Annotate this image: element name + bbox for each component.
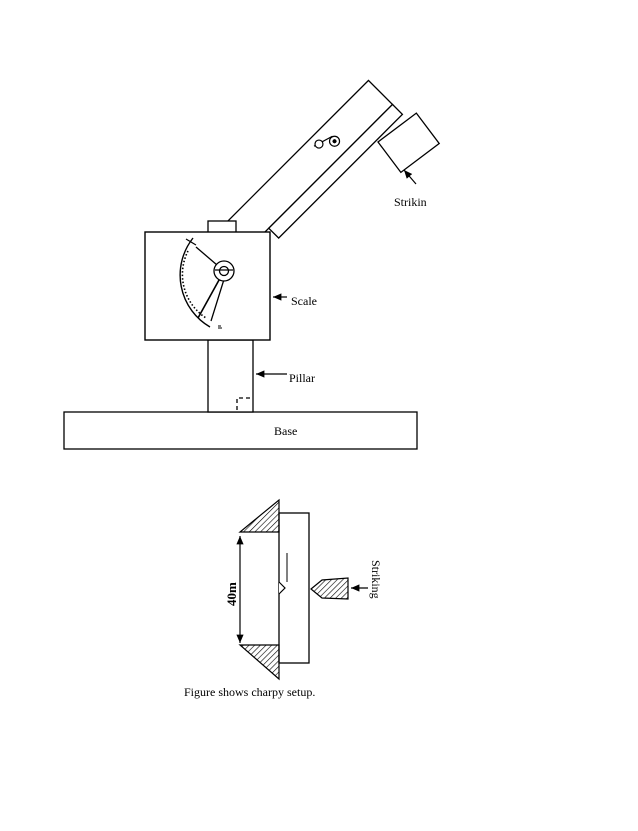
dial-top-block bbox=[207, 220, 237, 234]
base-label: Base bbox=[274, 424, 297, 438]
scale-arc-tick-top bbox=[185, 238, 197, 246]
anvil-lower bbox=[238, 644, 280, 681]
impact-machine: Base Pillar Strikin bbox=[63, 79, 441, 450]
dimension-label: 40m bbox=[224, 582, 239, 606]
pillar bbox=[207, 339, 254, 413]
anvil-upper bbox=[238, 498, 280, 533]
dial-hub-inner bbox=[218, 265, 230, 277]
specimen-notch bbox=[278, 581, 286, 595]
scale-arc-dotted bbox=[181, 250, 207, 319]
dial-small-tick bbox=[218, 325, 222, 329]
scale-box bbox=[144, 231, 271, 341]
arm-outer bbox=[215, 79, 394, 258]
striking-vertical-label: Striking bbox=[369, 560, 383, 599]
figure-caption: Figure shows charpy setup. bbox=[184, 685, 315, 699]
pendulum-arm bbox=[215, 79, 404, 258]
charpy-specimen-setup: 40m Striking bbox=[224, 498, 383, 681]
striker bbox=[310, 577, 349, 600]
pillar-dashed-corner bbox=[236, 397, 252, 410]
pillar-label: Pillar bbox=[289, 371, 315, 385]
pivot-pin-lower-core bbox=[332, 139, 337, 144]
scale-label: Scale bbox=[291, 294, 317, 308]
striking-leader-line bbox=[403, 169, 417, 185]
pivot-pin-upper bbox=[314, 139, 324, 149]
base-block bbox=[63, 411, 418, 450]
striking-label: Strikin bbox=[394, 195, 427, 209]
arm-inner-rod bbox=[267, 103, 404, 240]
scale-arc-outer bbox=[179, 237, 211, 328]
striking-head bbox=[377, 112, 441, 174]
